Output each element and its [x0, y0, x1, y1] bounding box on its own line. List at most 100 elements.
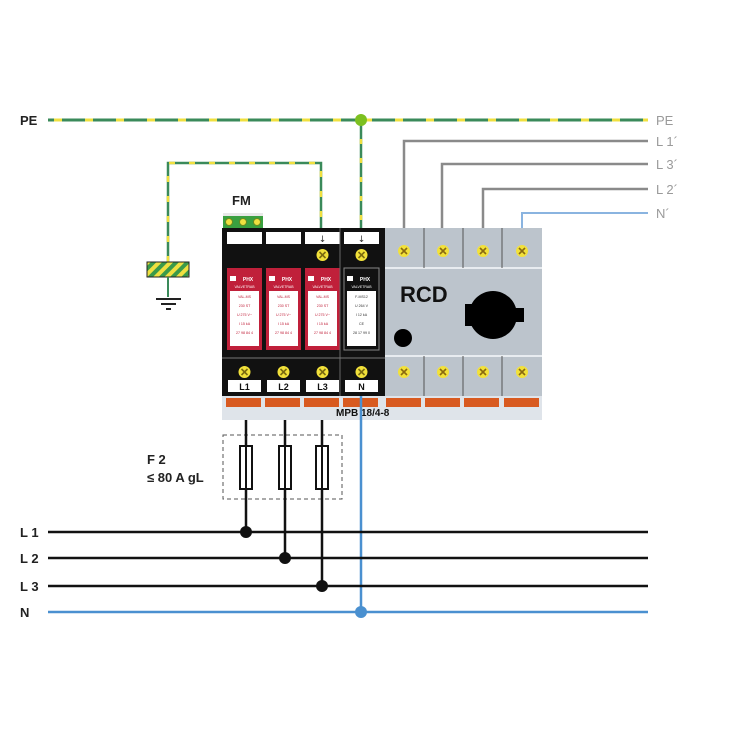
module-brand-logo: PHX — [282, 277, 293, 283]
device-model-label: MPB 18/4-8 — [336, 408, 390, 419]
top-terminal-screw — [316, 249, 329, 261]
terminal-label: L1 — [239, 382, 250, 392]
output-label-l3: L 3´ — [656, 157, 678, 172]
orange-terminal — [425, 398, 460, 407]
module-info-panel — [347, 291, 376, 346]
module-brand: VALVETRAB — [234, 285, 255, 289]
module-info-panel — [230, 291, 259, 346]
module-info-line: 28 17 99 0 — [353, 331, 370, 335]
module-info-line: 230 ST — [239, 304, 251, 308]
ground-symbol-icon — [156, 298, 181, 310]
module-top-label — [305, 232, 340, 244]
junction-l3 — [316, 580, 328, 592]
orange-terminal — [504, 398, 539, 407]
rcd-bottom-screw — [437, 366, 449, 378]
rcd-top-screw — [516, 245, 528, 257]
rcd-bottom-screw — [477, 366, 489, 378]
module-brand: VALVETRAB — [351, 285, 372, 289]
rcd-bottom-screws — [398, 366, 528, 378]
module-top-label — [344, 232, 379, 244]
junction-l1 — [240, 526, 252, 538]
orange-terminal — [386, 398, 421, 407]
module-info-line: I 15 kA — [239, 322, 251, 326]
bottom-terminal-screw — [238, 366, 251, 378]
supply-label-n: N — [20, 605, 29, 620]
module-info-line: U 275 V~ — [237, 313, 252, 317]
bottom-terminal-screw — [277, 366, 290, 378]
module-info-line: 27 98 84 4 — [314, 331, 331, 335]
module-brand: VALVETRAB — [273, 285, 294, 289]
module-info-panel — [308, 291, 337, 346]
module-info-panel — [269, 291, 298, 346]
bottom-terminal-screw — [316, 366, 329, 378]
terminal-label: L2 — [278, 382, 289, 392]
module-info-line: U 264 V — [355, 304, 369, 308]
spd-module-l2: PHX VALVETRAB VAL-MS 230 ST U 275 V~ I 15 kA 2… — [266, 232, 301, 392]
orange-terminal — [304, 398, 339, 407]
module-info-line: I 15 kA — [317, 322, 329, 326]
module-brand-logo: PHX — [321, 277, 332, 283]
orange-terminal — [265, 398, 300, 407]
rcd-top-dividers — [423, 228, 503, 396]
terminal-label-box — [306, 380, 339, 392]
rcd-label: RCD — [400, 282, 448, 307]
terminal-label: N — [358, 382, 365, 392]
pe-junction — [355, 114, 367, 126]
fm-label: FM — [232, 193, 251, 208]
output-label-pe: PE — [656, 113, 674, 128]
rcd-bottom-screw — [516, 366, 528, 378]
terminal-label: L3 — [317, 382, 328, 392]
output-wire-l3 — [440, 162, 648, 232]
module-brand-logo: PHX — [243, 277, 254, 283]
earth-busbar — [146, 261, 190, 278]
supply-label-l2: L 2 — [20, 551, 39, 566]
rcd-top-screw — [477, 245, 489, 257]
module-info-line: I 12 kA — [356, 313, 368, 317]
pe-arrow-icon: ↓ — [358, 235, 366, 245]
module-info-line: VAL-MS — [316, 295, 330, 299]
fuse-box — [222, 434, 343, 500]
rcd-rotary-knob[interactable] — [465, 291, 524, 339]
rcd-top-screw — [398, 245, 410, 257]
rcd-bottom-screw — [398, 366, 410, 378]
module-info-line: I 15 kA — [278, 322, 290, 326]
module-info-line: 27 98 84 4 — [236, 331, 253, 335]
output-label-l1: L 1´ — [656, 134, 678, 149]
module-info-line: U 275 V~ — [276, 313, 291, 317]
fuse-name-label: F 2 — [147, 452, 166, 467]
fm-connector — [223, 213, 263, 228]
spd-module-l3: ↓ PHX VALVETRAB VAL-MS 230 ST U 275 V~ I 15 kA… — [305, 232, 340, 392]
terminal-label-box — [345, 380, 378, 392]
output-wire-l2 — [481, 187, 648, 232]
output-wire-l1 — [402, 139, 648, 232]
module-info-line: CE — [359, 322, 365, 326]
spd-module-n: ↓ PHX VALVETRAB F-MS12 U 264 V I 12 kA CE 28 17… — [339, 228, 380, 396]
module-info-line: VAL-MS — [277, 295, 291, 299]
terminal-label-box — [228, 380, 261, 392]
supply-label-l1: L 1 — [20, 525, 39, 540]
module-info-line: U 275 V~ — [315, 313, 330, 317]
rcd-test-button[interactable] — [394, 329, 412, 347]
output-wire-n — [521, 212, 648, 232]
module-info-line: F-MS12 — [355, 295, 368, 299]
module-info-line: 230 ST — [317, 304, 329, 308]
terminal-label-box — [267, 380, 300, 392]
junction-n — [355, 606, 367, 618]
supply-label-l3: L 3 — [20, 579, 39, 594]
rcd-top-screw — [437, 245, 449, 257]
top-terminal-screw — [355, 249, 368, 261]
module-info-line: 230 ST — [278, 304, 290, 308]
module-brand: VALVETRAB — [312, 285, 333, 289]
earth-loop-wire — [166, 161, 323, 262]
output-label-l2: L 2´ — [656, 182, 678, 197]
orange-terminal — [226, 398, 261, 407]
module-info-line: 27 98 84 4 — [275, 331, 292, 335]
pe-label: PE — [20, 113, 38, 128]
orange-terminal — [464, 398, 499, 407]
module-brand-logo: PHX — [360, 277, 371, 283]
output-label-n: N´ — [656, 206, 670, 221]
pe-arrow-icon: ↓ — [319, 235, 327, 245]
module-top-label — [227, 232, 262, 244]
